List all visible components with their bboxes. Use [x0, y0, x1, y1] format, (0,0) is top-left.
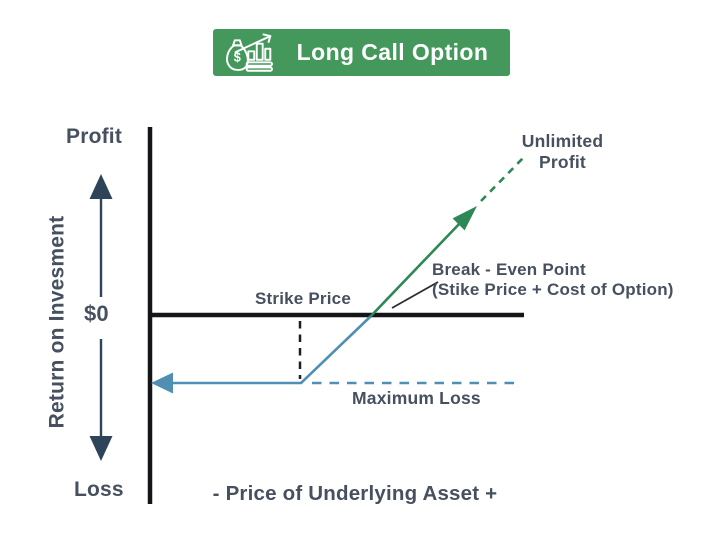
unlimited-profit-label-line1: Unlimited [521, 131, 604, 151]
roi-up-arrowhead-icon [89, 174, 113, 199]
x-axis-title: - Price of Underlying Asset + [212, 482, 498, 505]
y-axis-title: Return on Invesment [45, 215, 69, 429]
payoff-rising-blue-segment [299, 315, 372, 385]
loss-axis-label: Loss [74, 478, 124, 501]
unlimited-profit-label: Unlimited Profit [505, 131, 620, 173]
roi-down-arrowhead-icon [89, 436, 113, 461]
zero-dollar-label: $0 [84, 301, 109, 326]
break-even-label-subtitle: (Stike Price + Cost of Option) [432, 280, 674, 300]
title-badge: $ Long Call Option [213, 29, 510, 76]
money-bag-growth-chart-icon: $ [226, 32, 273, 72]
maximum-loss-label: Maximum Loss [352, 388, 481, 408]
break-even-label-title: Break - Even Point [432, 260, 586, 279]
svg-text:$: $ [234, 50, 241, 64]
max-loss-left-arrowhead-icon [151, 372, 173, 394]
badge-title: Long Call Option [296, 39, 489, 65]
unlimited-profit-label-line2: Profit [539, 152, 586, 172]
profit-arrowhead-icon [452, 206, 477, 231]
unlimited-profit-dashed-line [480, 156, 525, 202]
strike-price-label: Strike Price [255, 289, 351, 308]
break-even-label: Break - Even Point (Stike Price + Cost o… [432, 260, 674, 301]
break-even-pointer-line [391, 281, 439, 309]
payoff-rising-green-segment [369, 221, 462, 318]
profit-axis-label: Profit [66, 125, 123, 148]
